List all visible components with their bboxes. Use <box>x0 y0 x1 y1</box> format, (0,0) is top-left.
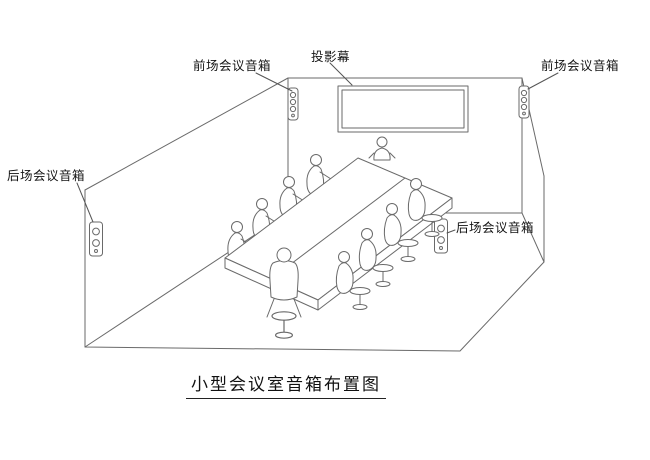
label-rear-left-speaker: 后场会议音箱 <box>7 169 86 183</box>
leader-screen <box>329 62 353 86</box>
person-figure <box>407 178 426 221</box>
rear-left-speaker-icon <box>89 221 103 257</box>
front-right-speaker-icon <box>518 85 530 119</box>
label-front-right-speaker: 前场会议音箱 <box>541 59 620 73</box>
leader-rear-right <box>446 229 456 234</box>
presenter-figure <box>368 136 396 161</box>
leader-rear-left <box>76 182 94 223</box>
stool-icon <box>349 287 371 310</box>
label-rear-right-speaker: 后场会议音箱 <box>456 221 535 235</box>
projection-screen-icon <box>337 85 469 133</box>
stool-icon <box>372 264 394 287</box>
stool-icon <box>271 311 297 339</box>
leader-front-left <box>255 72 293 92</box>
stool-icon <box>397 239 419 262</box>
leader-front-right <box>527 72 559 90</box>
diagram-title: 小型会议室音箱布置图 <box>186 370 386 399</box>
label-front-left-speaker: 前场会议音箱 <box>193 59 272 73</box>
front-left-speaker-icon <box>287 87 299 121</box>
label-projection-screen: 投影幕 <box>311 50 351 64</box>
leader-lines <box>76 62 559 234</box>
